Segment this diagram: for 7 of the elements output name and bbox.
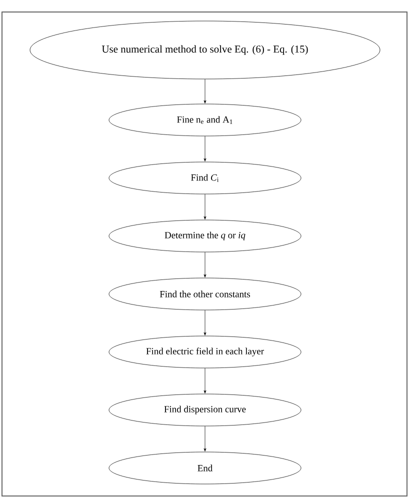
arrow [204, 368, 206, 394]
arrow [204, 194, 206, 220]
arrow [204, 136, 206, 162]
arrow [204, 426, 206, 452]
arrow [204, 79, 206, 104]
arrow [204, 252, 206, 278]
arrow [204, 310, 206, 336]
